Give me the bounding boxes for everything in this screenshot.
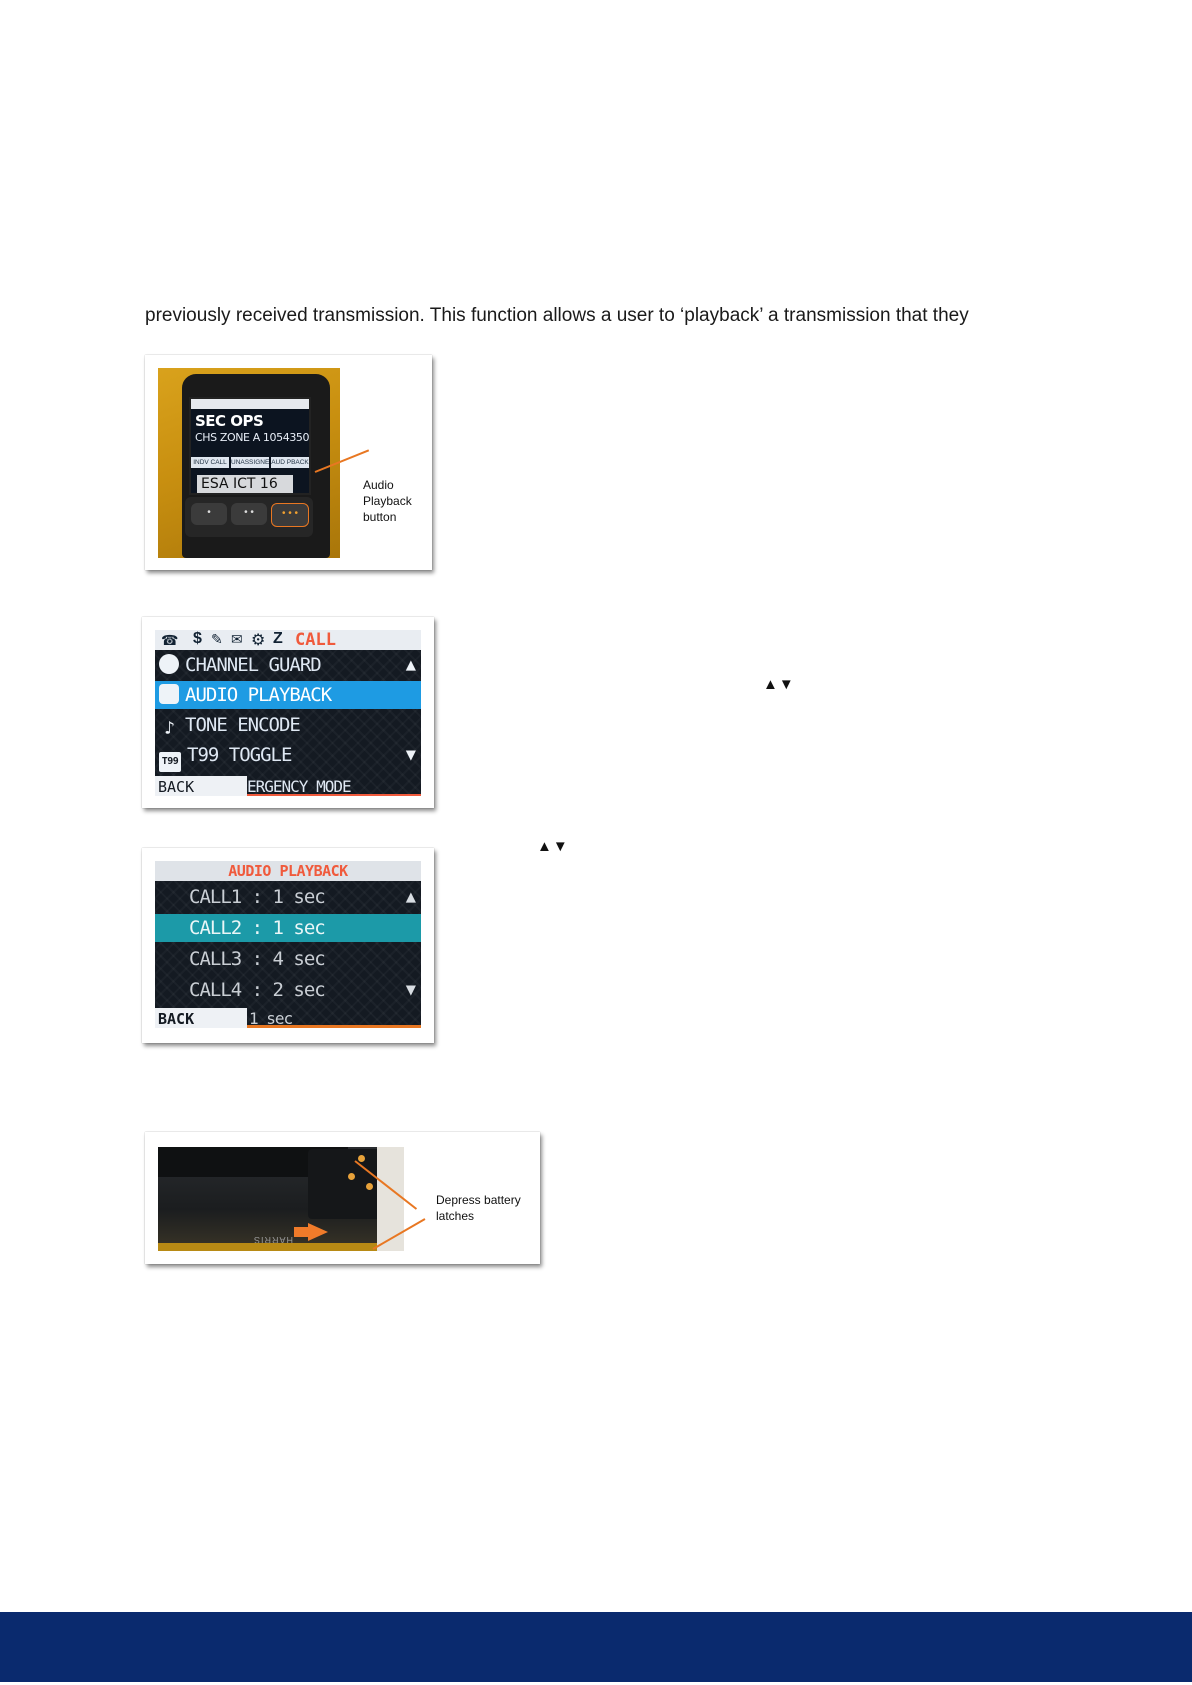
softkey-button-2: • •	[231, 503, 267, 525]
menu-icon-bar: ☎ $ ✎ ✉ ⚙ Z CALL	[155, 630, 421, 650]
figure-battery-latches: HARRIS Depress battery latches	[145, 1132, 540, 1264]
scroll-arrows-inline-1: ▲▼	[763, 676, 795, 693]
battery-pack	[308, 1149, 390, 1219]
speech-icon: ✉	[231, 631, 243, 647]
lcd-status-bar	[191, 399, 309, 409]
radio-side-photo: HARRIS	[158, 1147, 404, 1251]
figure-radio-front: SEC OPS CHS ZONE A 1054350 INDV CALL UNA…	[145, 355, 432, 570]
latch-arrow-icon	[308, 1223, 328, 1241]
menu-item-tone-encode: ♪TONE ENCODE	[155, 711, 421, 739]
softkey-1: INDV CALL	[191, 457, 229, 468]
back-softkey: BACK	[155, 776, 247, 796]
menu-screen: ☎ $ ✎ ✉ ⚙ Z CALL CHANNEL GUARD ▲ AUDIO P…	[155, 630, 421, 796]
softkey-3: AUD PBACK	[271, 457, 309, 468]
battery-latch-callout: Depress battery latches	[436, 1193, 521, 1223]
menu-header-call: CALL	[295, 630, 336, 650]
partial-menu-item: ERGENCY MODE	[247, 777, 352, 796]
back-softkey: BACK	[155, 1008, 247, 1028]
t99-icon: T99	[159, 752, 181, 772]
channel-guard-icon	[159, 654, 179, 674]
lcd-channel-title: SEC OPS	[195, 412, 264, 430]
playback-soft-bar: BACK 1 sec	[155, 1008, 421, 1028]
battery-contact-2	[348, 1173, 355, 1180]
playback-item-call2: CALL2 : 1 sec	[155, 914, 421, 942]
voicemail-icon	[159, 684, 179, 704]
radio-softkey-buttons: • • • • • •	[185, 497, 313, 537]
channel-label-plate: ESA ICT 16	[197, 475, 293, 493]
zone-icon: Z	[273, 630, 283, 647]
playback-title: AUDIO PLAYBACK	[228, 862, 348, 880]
partial-playback-item: 1 sec	[249, 1009, 293, 1028]
playback-item-call3: CALL3 : 4 sec	[189, 948, 326, 970]
latch-arrow-shaft	[294, 1227, 310, 1237]
dollar-icon: $	[193, 630, 202, 647]
menu-item-channel-guard: CHANNEL GUARD ▲	[155, 651, 421, 679]
audio-playback-callout: Audio Playback button	[363, 478, 412, 524]
photo-bg-right	[377, 1147, 404, 1251]
lcd-zone-subtitle: CHS ZONE A 1054350	[195, 431, 310, 444]
wrench-icon: ✎	[211, 631, 223, 647]
gear-icon: ⚙	[251, 632, 266, 649]
lcd-softkey-row: INDV CALL UNASSIGNED AUD PBACK	[191, 457, 309, 468]
scroll-down-icon: ▼	[405, 745, 416, 765]
playback-screen: AUDIO PLAYBACK CALL1 : 1 sec ▲ CALL2 : 1…	[155, 861, 421, 1028]
audio-playback-button: • • •	[271, 503, 309, 527]
playback-item-call1: CALL1 : 1 sec ▲	[155, 883, 421, 911]
soft-bar-underline	[247, 794, 421, 796]
music-note-icon: ♪	[164, 718, 175, 739]
menu-soft-bar: BACK ERGENCY MODE	[155, 776, 421, 796]
radio-bottom-strip	[158, 1243, 404, 1251]
scroll-up-icon: ▲	[405, 655, 416, 675]
scroll-down-icon: ▼	[405, 980, 416, 1000]
playback-item-call4: CALL4 : 2 sec ▼	[155, 976, 421, 1004]
softkey-button-1: •	[191, 503, 227, 525]
scroll-up-icon: ▲	[405, 887, 416, 907]
scroll-arrows-inline-2: ▲▼	[537, 838, 569, 855]
softkey-2: UNASSIGNED	[231, 457, 269, 468]
menu-item-audio-playback: AUDIO PLAYBACK	[155, 681, 421, 709]
battery-contact-3	[366, 1183, 373, 1190]
soft-bar-underline	[247, 1025, 421, 1028]
phone-icon: ☎	[161, 632, 179, 648]
footer-band	[0, 1612, 1192, 1682]
figure-menu-audio-playback: ☎ $ ✎ ✉ ⚙ Z CALL CHANNEL GUARD ▲ AUDIO P…	[142, 617, 434, 808]
playback-title-bar: AUDIO PLAYBACK	[155, 861, 421, 881]
figure-audio-playback-list: AUDIO PLAYBACK CALL1 : 1 sec ▲ CALL2 : 1…	[142, 848, 434, 1043]
battery-contact-1	[358, 1155, 365, 1162]
body-text-line: previously received transmission. This f…	[145, 305, 969, 326]
